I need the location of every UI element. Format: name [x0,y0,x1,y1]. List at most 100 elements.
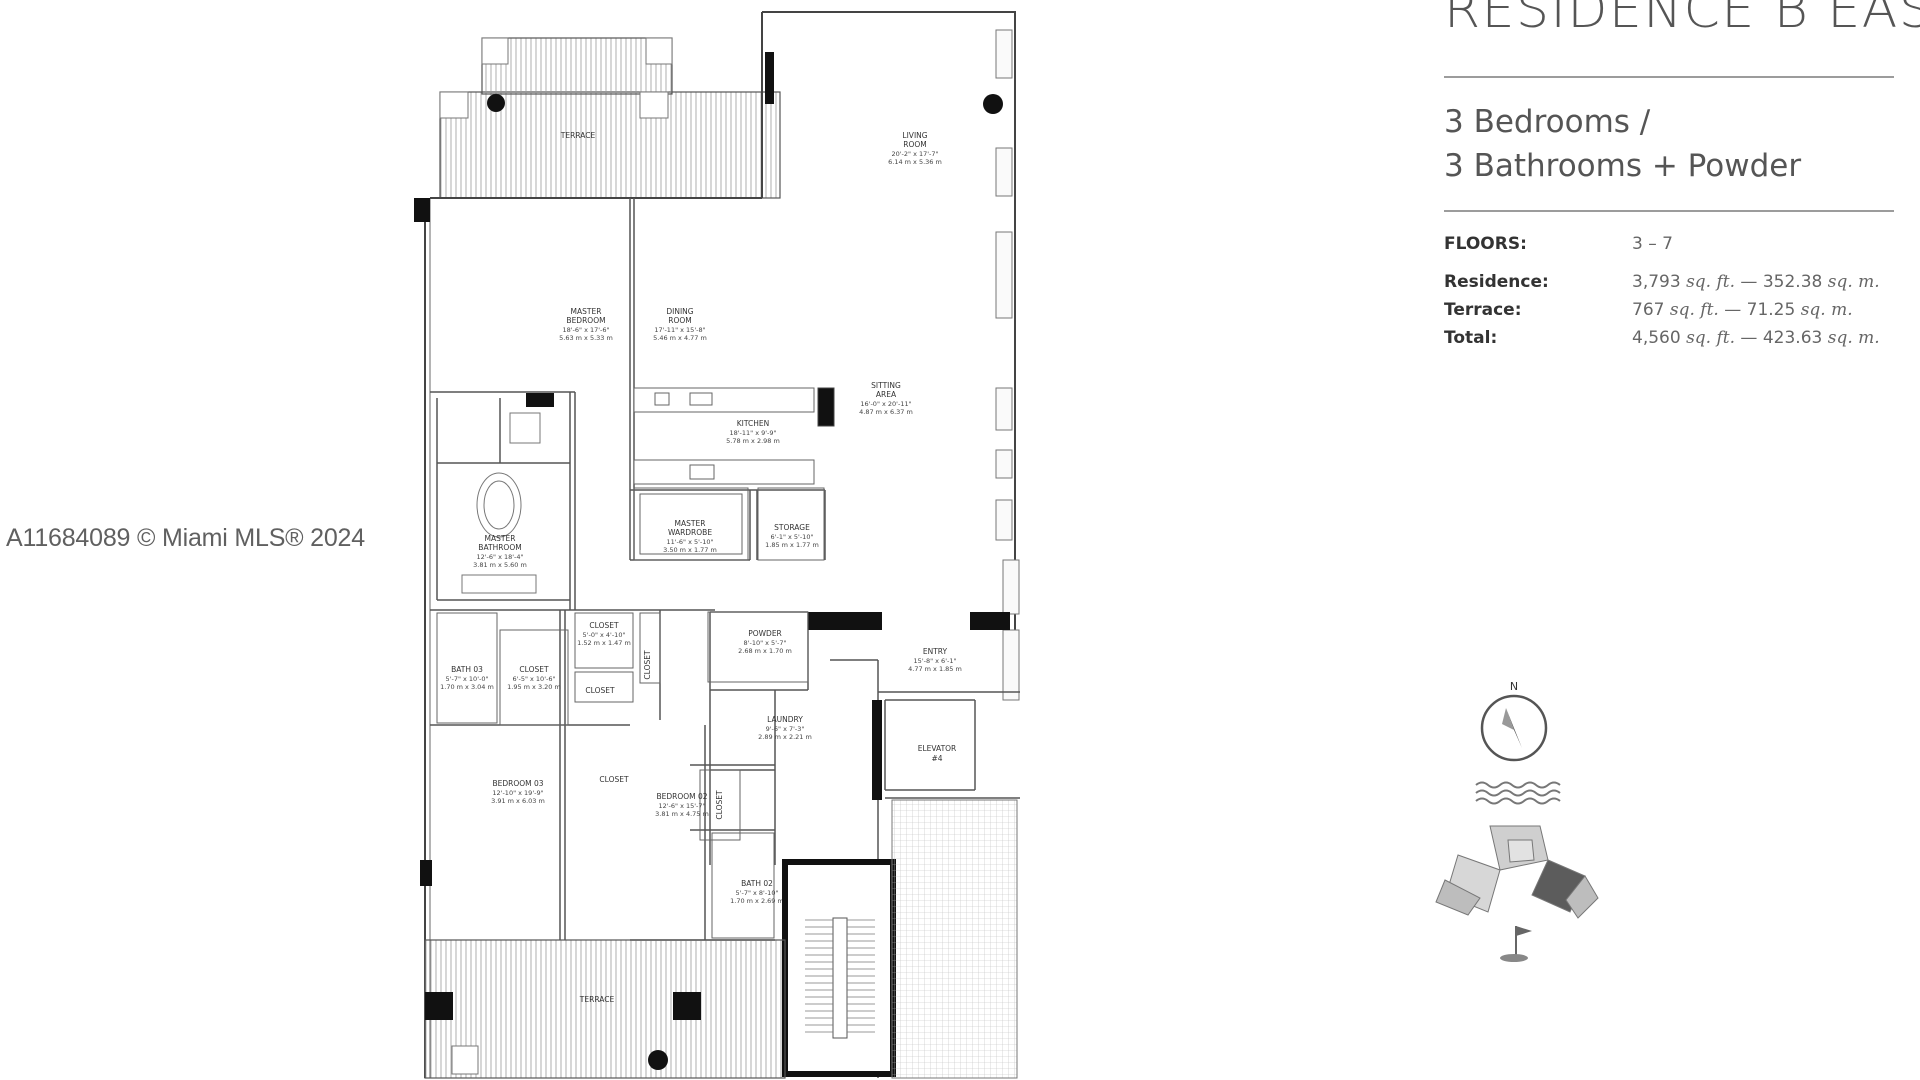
spec-label: Residence: [1444,272,1549,292]
svg-text:3.50 m x 1.77 m: 3.50 m x 1.77 m [663,546,717,554]
svg-text:11'-6" x 5'-10": 11'-6" x 5'-10" [666,538,713,546]
closet-a-label: CLOSET [589,621,619,630]
kitchen-label: KITCHEN [737,419,770,428]
bedroom-02-label: BEDROOM 02 [656,792,707,801]
bedroom-03-label: BEDROOM 03 [492,779,543,788]
spec-label: Total: [1444,328,1498,348]
kitchen-counters [633,387,815,485]
building-key-plan-icon [1435,825,1599,919]
svg-text:5'-7" x 10'-0": 5'-7" x 10'-0" [446,675,489,683]
svg-text:12'-10" x 19'-9": 12'-10" x 19'-9" [492,789,543,797]
wall-solid [526,393,554,407]
svg-text:1.85 m x 1.77 m: 1.85 m x 1.77 m [765,541,819,549]
svg-text:5.78 m x 2.98 m: 5.78 m x 2.98 m [726,437,780,445]
column [414,198,430,222]
living-room-label: LIVING [902,131,927,140]
wardrobe-walls [633,487,825,561]
svg-text:BEDROOM: BEDROOM [566,316,605,325]
svg-text:17'-11" x 15'-8": 17'-11" x 15'-8" [654,326,705,334]
svg-text:1.52 m x 1.47 m: 1.52 m x 1.47 m [577,639,631,647]
column [765,52,774,104]
svg-text:2.89 m x 2.21 m: 2.89 m x 2.21 m [758,733,812,741]
terrace-bottom: TERRACE [424,939,786,1079]
svg-text:6.14 m x 5.36 m: 6.14 m x 5.36 m [888,158,942,166]
laundry-label: LAUNDRY [767,715,803,724]
svg-text:6'-1" x 5'-10": 6'-1" x 5'-10" [771,533,814,541]
svg-text:18'-11" x 9'-9": 18'-11" x 9'-9" [729,429,776,437]
closet-f-label: CLOSET [715,790,724,820]
bath-02-room [711,832,775,939]
svg-text:5'-7" x 8'-10": 5'-7" x 8'-10" [736,889,779,897]
closet-walls [436,612,741,841]
master-bedroom-label: MASTER [571,307,602,316]
svg-text:3.91 m x 6.03 m: 3.91 m x 6.03 m [491,797,545,805]
spec-value: 4,560 sq. ft. — 423.63 sq. m. [1632,328,1880,348]
water-waves-icon [1475,781,1561,805]
svg-text:1.70 m x 3.04 m: 1.70 m x 3.04 m [440,683,494,691]
storage-label: STORAGE [774,523,810,532]
divider [1444,210,1894,212]
wall-solid [872,700,882,800]
powder-room [707,611,809,683]
spec-label: Terrace: [1444,300,1522,320]
windows [995,29,1020,701]
spec-value: 3 – 7 [1632,234,1673,254]
column-round [983,94,1003,114]
elevator-label: ELEVATOR [918,744,957,753]
spec-label: FLOORS: [1444,234,1527,254]
svg-text:18'-6" x 17'-6": 18'-6" x 17'-6" [562,326,609,334]
svg-text:ROOM: ROOM [668,316,692,325]
watermark: A11684089 © Miami MLS® 2024 [6,524,365,552]
column [817,387,835,427]
svg-text:12'-6" x 15'-7": 12'-6" x 15'-7" [658,802,705,810]
closet-c-label: CLOSET [585,686,615,695]
svg-text:5'-0" x 4'-10": 5'-0" x 4'-10" [583,631,626,639]
wall-solid [970,612,1010,630]
closet-b-label: CLOSET [519,665,549,674]
svg-text:16'-0" x 20'-11": 16'-0" x 20'-11" [860,400,911,408]
stair-core [782,859,896,1077]
powder-label: POWDER [748,629,782,638]
svg-text:5.63 m x 5.33 m: 5.63 m x 5.33 m [559,334,613,342]
entry-label: ENTRY [923,647,948,656]
svg-text:20'-2" x 17'-7": 20'-2" x 17'-7" [891,150,938,158]
wall-solid [808,612,882,630]
compass-north-label: N [1510,680,1518,693]
svg-text:9'-6" x 7'-3": 9'-6" x 7'-3" [766,725,805,733]
terrace-top-label: TERRACE [560,131,596,140]
svg-text:3.81 m x 5.60 m: 3.81 m x 5.60 m [473,561,527,569]
master-wardrobe-label: MASTER [675,519,706,528]
svg-text:WARDROBE: WARDROBE [668,528,712,537]
terrace-bottom-label: TERRACE [579,995,615,1004]
svg-text:8'-10" x 5'-7": 8'-10" x 5'-7" [744,639,787,647]
svg-text:6'-5" x 10'-6": 6'-5" x 10'-6" [513,675,556,683]
residence-title: RESIDENCE B EAST [1444,0,1920,40]
bath-02-label: BATH 02 [741,879,773,888]
bathrooms-line: 3 Bathrooms + Powder [1444,148,1802,184]
master-bathroom-label: MASTER [485,534,516,543]
bath-03-label: BATH 03 [451,665,483,674]
golf-flag-icon [1500,926,1532,962]
sitting-area-label: SITTING [871,381,901,390]
room-count: 3 Bedrooms / 3 Bathrooms + Powder [1444,100,1801,188]
svg-text:BATHROOM: BATHROOM [478,543,521,552]
corridor-tiles [891,799,1018,1079]
terrace-top: TERRACE [439,37,781,199]
spec-value: 767 sq. ft. — 71.25 sq. m. [1632,300,1853,320]
svg-text:12'-6" x 18'-4": 12'-6" x 18'-4" [476,553,523,561]
svg-text:1.70 m x 2.69 m: 1.70 m x 2.69 m [730,897,784,905]
svg-text:2.68 m x 1.70 m: 2.68 m x 1.70 m [738,647,792,655]
master-bath-fixtures [461,412,541,594]
column [420,860,432,886]
dining-room-label: DINING [666,307,693,316]
svg-text:4.77 m x 1.85 m: 4.77 m x 1.85 m [908,665,962,673]
compass-icon: N [1480,680,1548,762]
svg-text:AREA: AREA [876,390,897,399]
divider [1444,76,1894,78]
exterior-walls [424,11,1016,1078]
svg-text:ROOM: ROOM [903,140,927,149]
svg-text:1.95 m x 3.20 m: 1.95 m x 3.20 m [507,683,561,691]
closet-d-label: CLOSET [643,650,652,680]
svg-text:#4: #4 [931,754,942,763]
svg-text:4.87 m x 6.37 m: 4.87 m x 6.37 m [859,408,913,416]
